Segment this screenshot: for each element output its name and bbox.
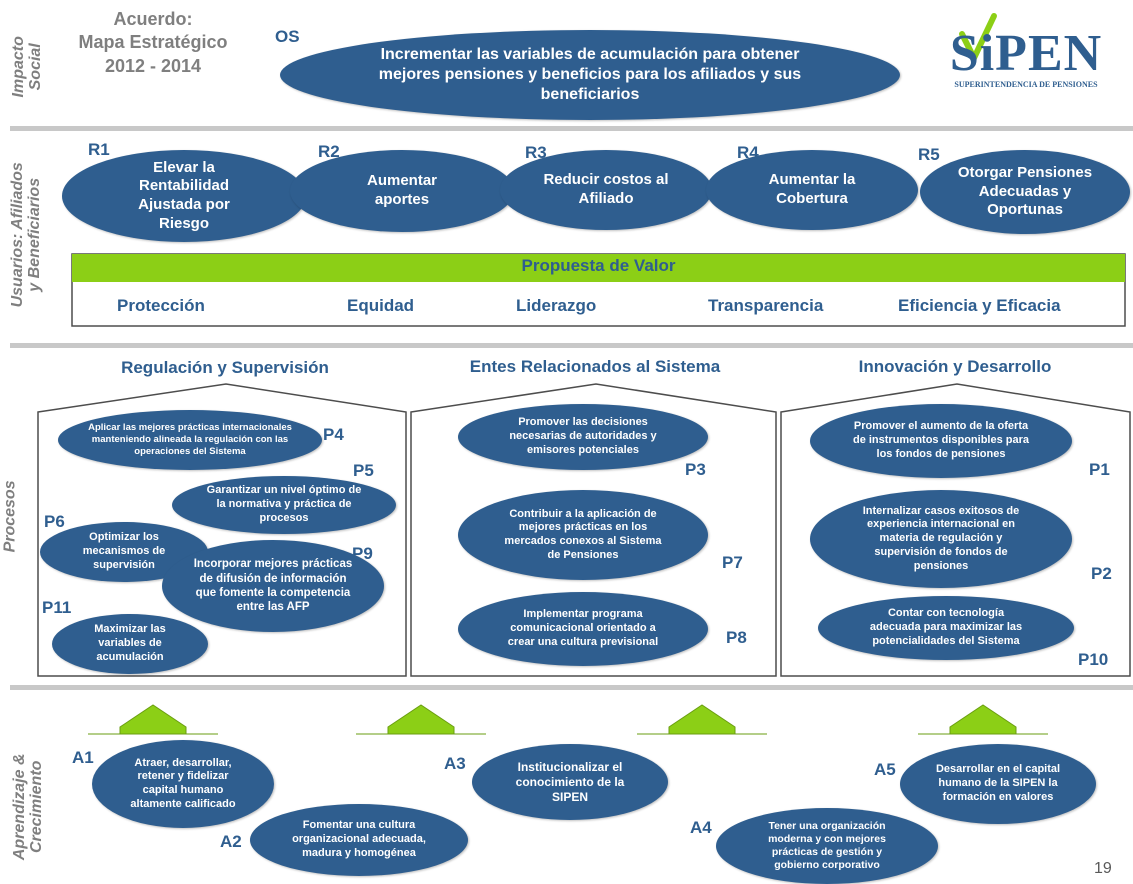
- learning-a4: Tener una organización moderna y con mej…: [716, 808, 938, 884]
- value-equidad: Equidad: [347, 296, 415, 315]
- value-liderazgo: Liderazgo: [516, 296, 597, 315]
- up-arrow-3: [637, 704, 767, 735]
- process-code-p11: P11: [42, 598, 72, 617]
- group-title-regulacion: Regulación y Supervisión: [121, 358, 329, 377]
- separator-processes: [10, 685, 1133, 690]
- result-r5: Otorgar Pensiones Adecuadas y Oportunas: [920, 150, 1130, 234]
- result-r3: Reducir costos al Afiliado: [500, 150, 712, 230]
- process-p5: Garantizar un nivel óptimo de la normati…: [172, 476, 396, 534]
- perspective-learning-line1: Aprendizaje &: [11, 753, 29, 861]
- learning-a2: Fomentar una cultura organizacional adec…: [250, 804, 468, 876]
- process-code-p10: P10: [1078, 650, 1109, 669]
- process-p10: Contar con tecnología adecuada para maxi…: [818, 596, 1074, 660]
- process-code-p8: P8: [726, 628, 747, 647]
- process-p7: Contribuir a la aplicación de mejores pr…: [458, 490, 708, 580]
- process-code-p5: P5: [353, 461, 374, 480]
- value-proposition-title: Propuesta de Valor: [521, 256, 676, 275]
- learning-a1: Atraer, desarrollar, retener y fidelizar…: [92, 740, 274, 828]
- value-proteccion: Protección: [117, 296, 205, 315]
- logo-subtitle: SUPERINTENDENCIA DE PENSIONES: [954, 80, 1098, 89]
- result-code-r2: R2: [318, 142, 340, 161]
- agreement-title-line2: Mapa Estratégico: [78, 32, 228, 53]
- agreement-title-line3: 2012 - 2014: [104, 55, 202, 76]
- perspective-learning-line2: Crecimiento: [28, 760, 45, 854]
- sipen-logo: SiPEN SUPERINTENDENCIA DE PENSIONES: [922, 8, 1130, 89]
- perspective-social-line2: Social: [27, 43, 44, 91]
- process-p1: Promover el aumento de la oferta de inst…: [810, 404, 1072, 478]
- up-arrow-1: [88, 704, 218, 735]
- result-code-r1: R1: [88, 140, 110, 159]
- process-p3: Promover las decisiones necesarias de au…: [458, 404, 708, 470]
- process-p2: Internalizar casos exitosos de experienc…: [810, 490, 1072, 588]
- group-title-entes: Entes Relacionados al Sistema: [469, 357, 721, 376]
- value-eficiencia: Eficiencia y Eficacia: [898, 296, 1061, 315]
- up-arrow-2: [356, 704, 486, 735]
- learning-code-a1: A1: [72, 748, 94, 767]
- process-code-p7: P7: [722, 553, 743, 572]
- perspective-processes: Procesos: [1, 480, 19, 553]
- agreement-title: Acuerdo: Mapa Estratégico 2012 - 2014: [58, 8, 248, 78]
- result-r2: Aumentar aportes: [290, 150, 514, 232]
- process-p11: Maximizar las variables de acumulación: [52, 614, 208, 674]
- learning-code-a4: A4: [690, 818, 712, 837]
- value-proposition-bar: [72, 254, 1125, 282]
- up-arrow-4: [918, 704, 1048, 735]
- learning-code-a2: A2: [220, 832, 242, 851]
- group-title-innovacion: Innovación y Desarrollo: [858, 357, 1052, 376]
- process-p9: Incorporar mejores prácticas de difusión…: [162, 540, 384, 632]
- learning-a3: Institucionalizar el conocimiento de la …: [472, 744, 668, 820]
- learning-code-a3: A3: [444, 754, 466, 773]
- separator-users: [10, 343, 1133, 348]
- process-code-p4: P4: [323, 425, 344, 444]
- separator-social: [10, 126, 1133, 131]
- perspective-social-line1: Impacto: [10, 36, 28, 98]
- perspective-learning: Aprendizaje & Crecimiento: [11, 742, 46, 872]
- learning-code-a5: A5: [874, 760, 896, 779]
- strategic-objective: Incrementar las variables de acumulación…: [280, 30, 900, 120]
- process-p4: Aplicar las mejores prácticas internacio…: [58, 410, 322, 470]
- value-transparencia: Transparencia: [708, 296, 824, 315]
- perspective-social: Impacto Social: [10, 17, 45, 117]
- process-code-p2: P2: [1091, 564, 1112, 583]
- result-code-r5: R5: [918, 145, 940, 164]
- logo-text: SiPEN: [949, 25, 1103, 82]
- process-code-p1: P1: [1089, 460, 1110, 479]
- objective-code: OS: [275, 27, 300, 46]
- result-r4: Aumentar la Cobertura: [706, 150, 918, 230]
- page-number: 19: [1094, 860, 1112, 877]
- agreement-title-line1: Acuerdo:: [113, 9, 193, 29]
- process-code-p6: P6: [44, 512, 65, 531]
- perspective-users-line1: Usuarios: Afiliados: [9, 162, 27, 308]
- process-code-p3: P3: [685, 460, 706, 479]
- process-p8: Implementar programa comunicacional orie…: [458, 592, 708, 666]
- perspective-users-line2: y Beneficiarios: [26, 177, 43, 292]
- result-r1: Elevar la Rentabilidad Ajustada por Ries…: [62, 150, 306, 242]
- perspective-users: Usuarios: Afiliados y Beneficiarios: [9, 150, 44, 320]
- learning-a5: Desarrollar en el capital humano de la S…: [900, 744, 1096, 824]
- logo-check-icon: [959, 13, 997, 65]
